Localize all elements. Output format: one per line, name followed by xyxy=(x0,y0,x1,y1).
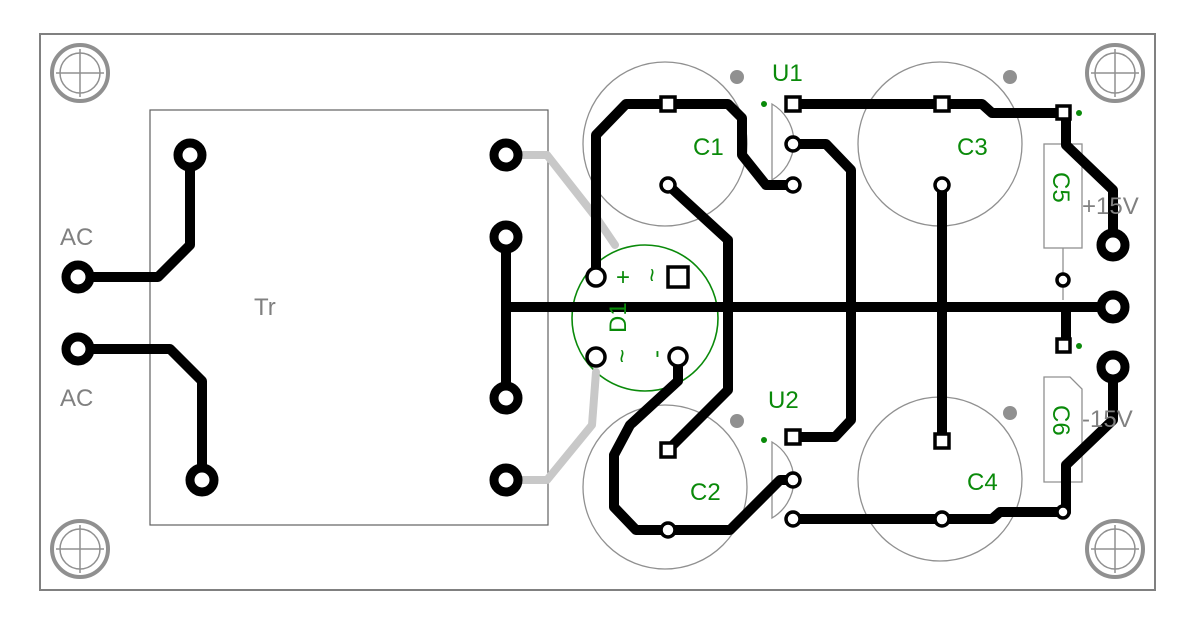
mounting-hole-bottom-left xyxy=(50,519,110,579)
c6-pin1-mark xyxy=(1076,343,1082,349)
pad-c1-pos xyxy=(659,95,677,113)
pad-tr-secondary-3 xyxy=(489,381,523,415)
pad-d1-ac-square xyxy=(666,265,690,289)
label-transformer: Tr xyxy=(254,294,276,321)
pad-ac-bottom xyxy=(61,332,95,366)
pad-c4-pos xyxy=(933,432,951,450)
pad-c6-2 xyxy=(1055,504,1071,520)
trace-d1-minus xyxy=(609,352,798,535)
pad-c5-2 xyxy=(1055,272,1071,288)
trace-c1-c2 xyxy=(663,180,733,455)
pad-u1-1 xyxy=(784,95,802,113)
mounting-hole-icon xyxy=(1085,519,1145,579)
pad-tr-secondary-4 xyxy=(489,463,523,497)
c5-pin1-mark xyxy=(1076,110,1082,116)
label-u2: U2 xyxy=(768,387,799,414)
pad-out-gnd xyxy=(1096,290,1130,324)
c4-polarity-mark xyxy=(1003,406,1017,420)
trace-u2-out xyxy=(788,507,1071,524)
trace-d1-plus xyxy=(591,99,798,282)
trace-ac-bottom xyxy=(73,344,207,485)
pad-u2-1 xyxy=(784,428,802,446)
pad-d1-minus xyxy=(667,346,689,368)
pad-out-neg xyxy=(1096,350,1130,384)
pad-d1-plus xyxy=(585,266,607,288)
label-c6: C6 xyxy=(1047,405,1074,436)
pad-u1-3 xyxy=(784,176,802,194)
label-c1: C1 xyxy=(693,134,724,161)
trace-u1-out xyxy=(788,139,856,442)
mounting-hole-icon xyxy=(50,519,110,579)
trace-u1-vin xyxy=(788,99,1071,118)
pad-tr-primary-2 xyxy=(185,463,219,497)
pad-c5-1 xyxy=(1055,104,1072,121)
board-outline xyxy=(39,33,1156,591)
label-u1: U1 xyxy=(772,60,803,87)
label-d1-minus: - xyxy=(645,350,672,358)
pad-tr-secondary-1 xyxy=(489,138,523,172)
trace-neg-out xyxy=(1061,362,1118,517)
label-d1-ac-top: ~ xyxy=(638,268,665,282)
c6-outline xyxy=(1043,376,1083,483)
pad-c3-neg xyxy=(933,176,951,194)
pad-c3-pos xyxy=(933,95,951,113)
pad-c1-neg xyxy=(659,176,677,194)
label-c3: C3 xyxy=(957,134,988,161)
label-ac-top: AC xyxy=(60,224,93,251)
u2-pin1-mark xyxy=(761,437,767,443)
label-c5: C5 xyxy=(1047,172,1074,203)
mounting-hole-icon xyxy=(1085,43,1145,103)
d1-outline xyxy=(571,244,719,392)
mounting-hole-icon xyxy=(50,43,110,103)
transformer-outline xyxy=(149,109,549,526)
mounting-hole-top-left xyxy=(50,43,110,103)
pad-c2-pos xyxy=(659,441,677,459)
pad-tr-primary-1 xyxy=(173,138,207,172)
trace-ac-top xyxy=(73,150,195,282)
pad-tr-secondary-2 xyxy=(489,220,523,254)
label-c2: C2 xyxy=(690,479,721,506)
mounting-hole-bottom-right xyxy=(1085,519,1145,579)
c2-polarity-mark xyxy=(730,414,744,428)
c1-polarity-mark xyxy=(730,70,744,84)
label-d1-plus: + xyxy=(616,264,630,291)
label-d1-ac-bottom: ~ xyxy=(608,349,635,363)
jumper-bottom xyxy=(502,368,600,484)
pad-u2-2 xyxy=(784,471,802,489)
pad-ac-top xyxy=(61,260,95,294)
label-v-neg: -15V xyxy=(1082,406,1133,433)
label-d1: D1 xyxy=(605,302,632,333)
pad-u1-2 xyxy=(784,135,802,153)
pad-out-pos xyxy=(1096,228,1130,262)
mounting-hole-top-right xyxy=(1085,43,1145,103)
u1-pin1-mark xyxy=(761,101,767,107)
label-c4: C4 xyxy=(967,469,998,496)
jumper-top xyxy=(502,151,619,249)
c3-polarity-mark xyxy=(1003,70,1017,84)
label-ac-bottom: AC xyxy=(60,385,93,412)
c2-outline xyxy=(582,404,748,570)
pad-c4-neg xyxy=(933,510,951,528)
pad-c2-neg xyxy=(659,521,677,539)
label-v-pos: +15V xyxy=(1082,193,1139,220)
pad-u2-3 xyxy=(784,510,802,528)
pad-d1-ac xyxy=(585,346,607,368)
pad-c6-1 xyxy=(1055,337,1072,354)
trace-pos-out xyxy=(1061,108,1118,250)
